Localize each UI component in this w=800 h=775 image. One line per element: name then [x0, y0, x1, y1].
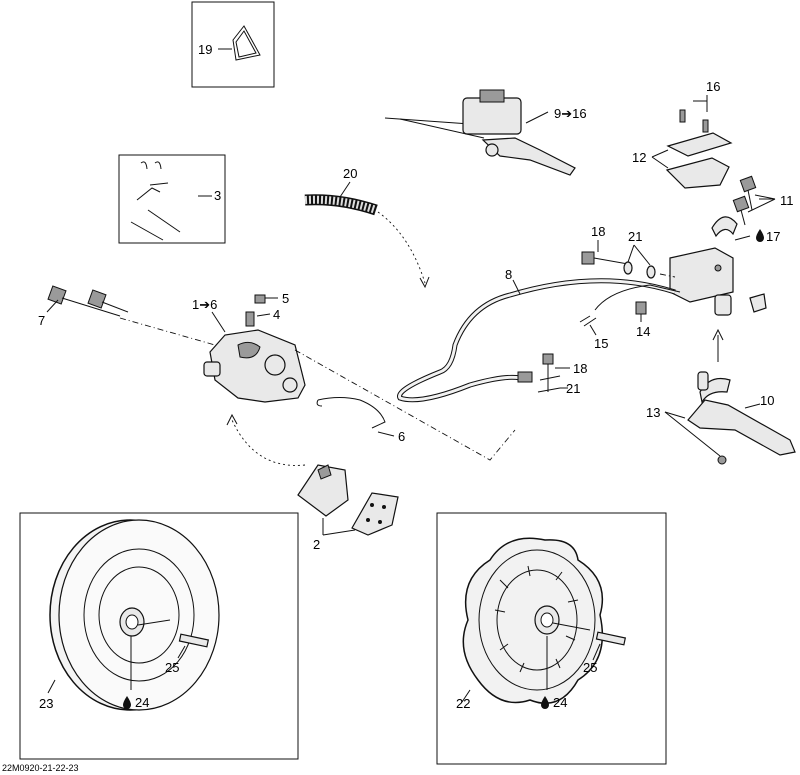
label-13: 13	[646, 405, 660, 420]
pin-kit-part-3	[130, 161, 212, 241]
screws-part-11	[711, 175, 776, 238]
diagram-code: 22M0920-21-22-23	[2, 763, 79, 773]
label-8: 8	[505, 267, 512, 282]
label-21-bottom: 21	[566, 381, 580, 396]
label-12: 12	[632, 150, 646, 165]
label-5: 5	[282, 291, 289, 306]
inset-box-19	[191, 1, 275, 88]
pads-arrowhead	[226, 413, 238, 426]
label-16: 16	[706, 79, 720, 94]
label-19: 19	[198, 42, 212, 57]
label-9-16: 9➔16	[554, 106, 587, 121]
brake-pads-part-2	[297, 464, 399, 536]
label-20: 20	[343, 166, 357, 181]
gasket-part-19	[218, 25, 261, 61]
brake-disc-part-22	[461, 537, 627, 704]
label-24-rear: 24	[135, 695, 149, 710]
lubricant-drop-icon	[756, 229, 764, 242]
label-3: 3	[214, 188, 221, 203]
label-2: 2	[313, 537, 320, 552]
bleeder-screw-parts-4-5	[245, 294, 278, 327]
brake-lever-parts-10-13	[664, 328, 796, 465]
master-cylinder-assembly-9-16	[384, 89, 576, 176]
label-25-front: 25	[583, 660, 597, 675]
label-23: 23	[39, 696, 53, 711]
label-14: 14	[636, 324, 650, 339]
label-15: 15	[594, 336, 608, 351]
lubricant-drop-icon	[541, 696, 549, 709]
spring-guard-part-20	[304, 181, 430, 289]
label-18-bottom: 18	[573, 361, 587, 376]
inset-box-rear-disc	[19, 512, 299, 760]
assembly-guide-line	[294, 349, 516, 461]
label-24-front: 24	[553, 695, 567, 710]
master-cylinder-part-17	[669, 235, 767, 316]
pads-arrow	[231, 419, 306, 466]
label-21-top: 21	[628, 229, 642, 244]
label-6: 6	[398, 429, 405, 444]
banjo-bolt-top-parts-18-21	[581, 240, 676, 279]
label-11: 11	[780, 193, 794, 208]
brake-hose-part-8	[397, 278, 676, 403]
caliper-bolts-part-7	[46, 285, 216, 346]
label-10: 10	[760, 393, 774, 408]
pad-spring-part-6	[316, 397, 395, 437]
lubricant-drop-icon	[123, 696, 131, 709]
label-25-rear: 25	[165, 660, 179, 675]
banjo-bolt-bottom-parts-18-21	[537, 353, 570, 393]
label-22: 22	[456, 696, 470, 711]
label-1-6: 1➔6	[192, 297, 217, 312]
label-4: 4	[273, 307, 280, 322]
inset-box-front-disc	[436, 512, 667, 765]
label-7: 7	[38, 313, 45, 328]
label-17: 17	[766, 229, 780, 244]
brake-disc-part-23	[47, 519, 220, 711]
label-18-top: 18	[591, 224, 605, 239]
switch-parts-14-15	[579, 284, 681, 336]
brake-caliper-part-1-6	[203, 311, 306, 403]
reservoir-cover-parts-12-16	[651, 95, 733, 189]
inset-box-3	[118, 154, 226, 244]
